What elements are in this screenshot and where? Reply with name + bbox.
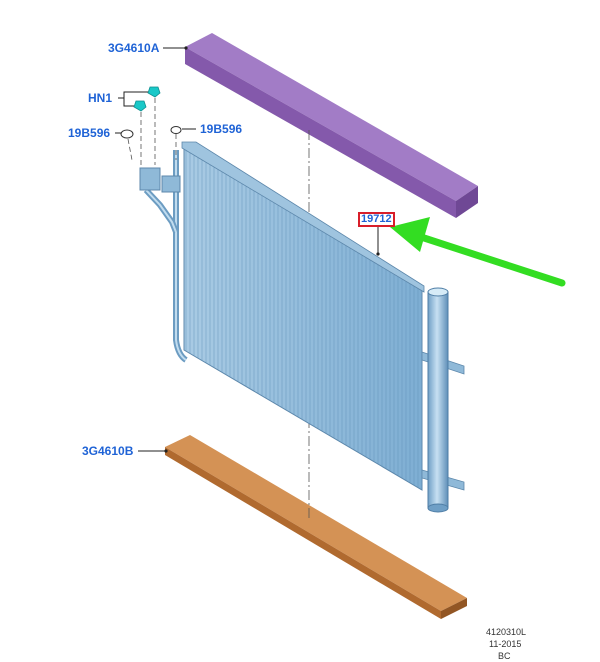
oring-left (120, 129, 134, 139)
footer-code: 4120310L (486, 627, 527, 637)
footer-date: 11-2015 (489, 639, 522, 649)
oring-right (170, 126, 182, 134)
callout-top-seal: 3G4610A (108, 41, 160, 55)
callout-oring-right: 19B596 (200, 122, 243, 136)
pointer-arrow (390, 217, 566, 287)
receiver-tank (421, 287, 465, 513)
fitting-nut-1 (147, 86, 161, 98)
inlet-pipe (139, 150, 188, 363)
condenser-core (181, 141, 425, 491)
callout-bottom-seal: 3G4610B (82, 444, 134, 458)
fitting-nut-2 (133, 100, 147, 112)
callout-oring-left: 19B596 (68, 126, 111, 140)
footer-rev: BC (498, 651, 511, 661)
callout-condenser: 19712 (358, 212, 395, 227)
top-seal (185, 33, 478, 218)
callout-fitting-nuts: HN1 (88, 91, 113, 105)
leader-hn1 (118, 91, 148, 99)
bottom-seal (165, 435, 467, 619)
